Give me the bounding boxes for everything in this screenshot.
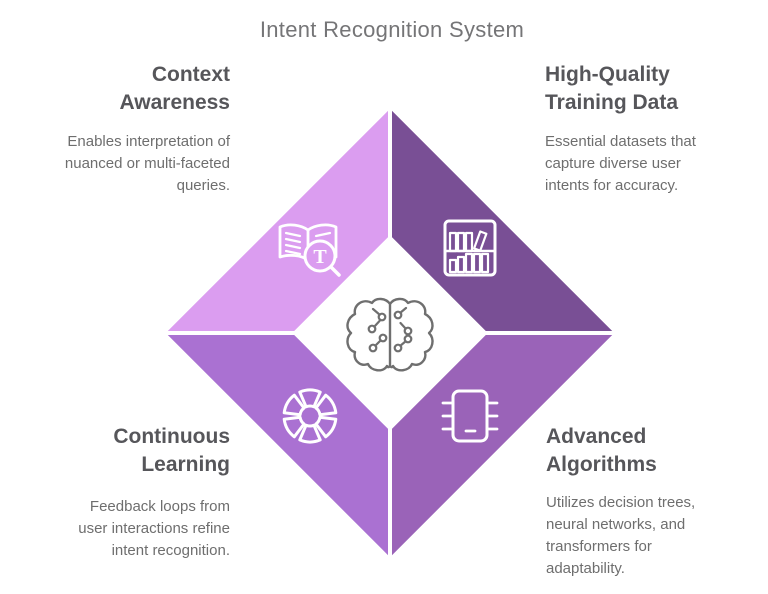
quadrant-description-advanced-algorithms: Utilizes decision trees, neural networks… xyxy=(546,494,696,577)
quadrant-heading-advanced-algorithms: Advanced Algorithms xyxy=(546,425,657,476)
quadrant-shape-bottom-right xyxy=(388,331,622,565)
quadrant-heading-training-data: High-Quality Training Data xyxy=(545,63,679,114)
quadrant-heading-continuous-learning: Continuous Learning xyxy=(113,425,230,476)
book-magnifier-icon: T xyxy=(278,223,341,277)
chip-icon xyxy=(441,389,499,443)
quadrant-heading-context-awareness: Context Awareness xyxy=(119,63,230,114)
brain-circuit-icon xyxy=(346,297,434,372)
quadrant-description-training-data: Essential datasets that capture diverse … xyxy=(545,133,696,194)
segmented-wheel-icon xyxy=(282,388,338,444)
quadrant-description-continuous-learning: Feedback loops from user interactions re… xyxy=(78,498,230,559)
bookshelf-icon xyxy=(443,219,497,277)
page-title: Intent Recognition System xyxy=(259,17,525,42)
quadrant-description-context-awareness: Enables interpretation of nuanced or mul… xyxy=(64,133,230,194)
magnifier-letter: T xyxy=(313,246,327,268)
